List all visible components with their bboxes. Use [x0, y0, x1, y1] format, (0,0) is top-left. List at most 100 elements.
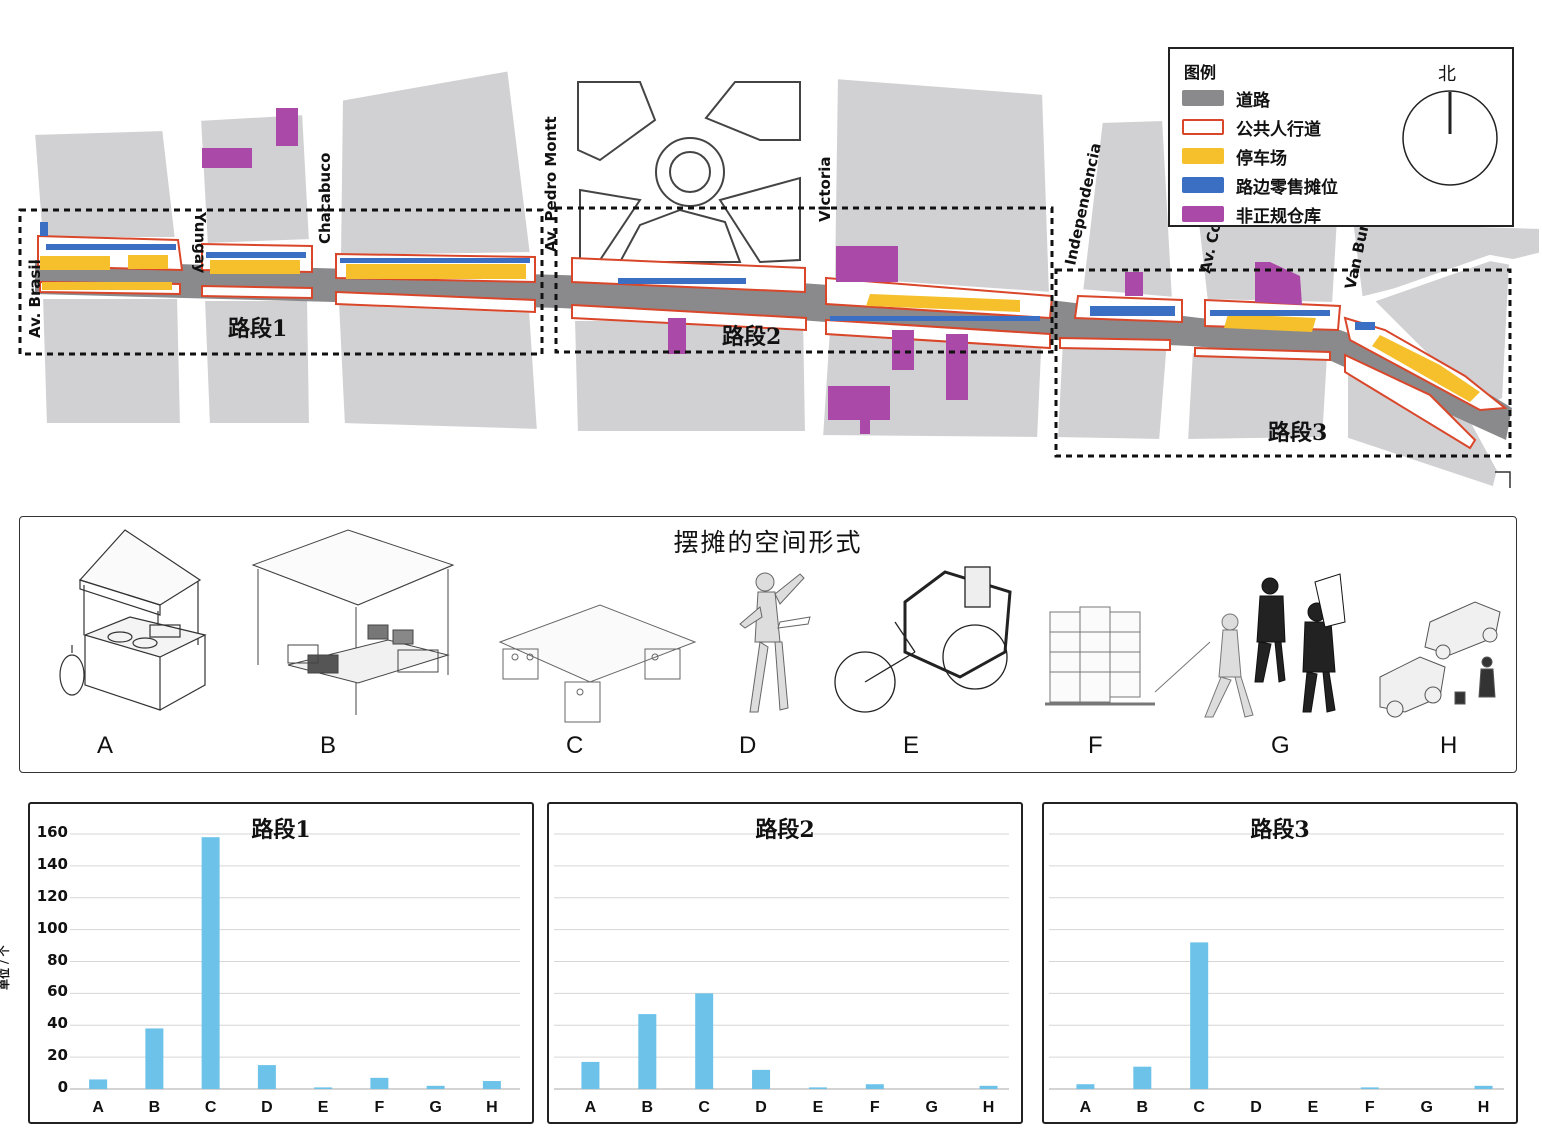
plaza [574, 77, 806, 269]
vendor-swatch [1182, 177, 1224, 193]
bar [314, 1087, 333, 1089]
street-label: Yungay [191, 211, 209, 274]
y-tick-label: 140 [36, 854, 68, 873]
street-label: Av. Brasil [26, 259, 44, 338]
legend-label: 路边零售摊位 [1236, 177, 1338, 198]
chart-title: 路段1 [251, 817, 311, 843]
legend-title: 图例 [1184, 63, 1217, 82]
bar [89, 1079, 108, 1089]
x-tick-label: B [642, 1099, 654, 1116]
form-letter-g: G [1271, 732, 1290, 759]
y-tick-label: 80 [47, 950, 68, 969]
x-tick-label: B [149, 1099, 161, 1116]
tricycle-cart-illustration [834, 566, 1012, 713]
segment-label-3: 路段3 [1268, 420, 1327, 446]
segment-label-2: 路段2 [722, 324, 781, 350]
bar [370, 1077, 389, 1089]
car-trunk-vending-illustration [1379, 601, 1501, 718]
y-axis-label: 单位 / 个 [0, 945, 11, 990]
x-tick-label: H [1478, 1099, 1490, 1116]
x-tick-label: E [318, 1099, 329, 1116]
bar [201, 837, 220, 1089]
x-tick-label: F [1365, 1099, 1375, 1116]
legend-item-road: 道路 [1182, 87, 1270, 111]
segment-labels: 路段1 路段2 路段3 [228, 316, 1327, 446]
form-letter-f: F [1088, 732, 1103, 759]
bar [865, 1084, 884, 1089]
x-tick-label: E [1308, 1099, 1319, 1116]
bar [581, 1061, 600, 1089]
legend-item-vendor: 路边零售摊位 [1182, 174, 1338, 198]
form-letter-d: D [739, 732, 757, 759]
bar [1133, 1066, 1152, 1089]
x-tick-label: H [486, 1099, 498, 1116]
bar [1190, 942, 1209, 1089]
parking-areas [40, 255, 1480, 402]
x-tick-label: D [1250, 1099, 1262, 1116]
chart-title: 路段3 [1250, 817, 1310, 843]
warehouse-swatch [1182, 206, 1224, 222]
road [35, 260, 1512, 440]
sidewalk-swatch [1182, 119, 1224, 135]
y-tick-label: 40 [47, 1014, 68, 1033]
x-tick-label: C [1193, 1099, 1205, 1116]
x-tick-label: B [1137, 1099, 1149, 1116]
y-tick-label: 0 [57, 1078, 68, 1096]
bar [638, 1014, 657, 1089]
forms-title: 摆摊的空间形式 [673, 528, 863, 557]
form-letter-e: E [903, 732, 920, 759]
x-tick-label: G [429, 1099, 441, 1116]
bar [695, 993, 714, 1089]
tent-stall-illustration [251, 529, 455, 715]
form-letter-a: A [97, 732, 114, 759]
bar [257, 1065, 276, 1089]
legend-label: 停车场 [1236, 148, 1287, 169]
x-tick-label: A [92, 1099, 104, 1116]
x-tick-label: F [374, 1099, 384, 1116]
standing-vendors-illustration [1254, 573, 1346, 713]
legend-label: 非正规仓库 [1236, 206, 1321, 227]
x-tick-label: C [205, 1099, 217, 1116]
x-tick-label: D [755, 1099, 767, 1116]
bar [1474, 1085, 1493, 1089]
bar [1076, 1084, 1095, 1089]
legend-item-warehouse: 非正规仓库 [1182, 203, 1321, 227]
street-label: Chacabuco [316, 153, 334, 244]
street-label: Victoria [816, 156, 834, 222]
legend-item-parking: 停车场 [1182, 145, 1287, 169]
y-tick-label: 160 [36, 823, 68, 841]
vendor-stalls [40, 222, 1375, 330]
street-map: Av. Brasil Yungay Chacabuco Av. Pedro Mo… [18, 64, 1542, 494]
legend-label: 公共人行道 [1236, 119, 1321, 140]
segment-boxes [18, 206, 1512, 458]
north-label: 北 [1438, 64, 1456, 85]
legend-item-sidewalk: 公共人行道 [1182, 116, 1321, 140]
x-tick-label: A [1080, 1099, 1092, 1116]
form-letter-h: H [1440, 732, 1458, 759]
y-tick-label: 100 [36, 918, 68, 937]
form-letter-b: B [320, 732, 337, 759]
bar [752, 1069, 771, 1089]
bar [482, 1081, 501, 1089]
y-tick-label: 120 [36, 886, 68, 905]
parking-swatch [1182, 148, 1224, 164]
street-label: Av. Pedro Montt [542, 116, 560, 252]
x-tick-label: G [925, 1099, 937, 1116]
trolley-boxes-illustration [1045, 606, 1254, 718]
chart-title: 路段2 [755, 817, 815, 843]
bar [145, 1028, 164, 1089]
x-tick-label: E [813, 1099, 824, 1116]
segment-label-1: 路段1 [228, 316, 287, 342]
bar [808, 1087, 827, 1089]
cart-illustration [59, 529, 207, 711]
y-tick-label: 60 [47, 982, 68, 1001]
road-swatch [1182, 90, 1224, 106]
bar [426, 1085, 445, 1089]
form-letter-c: C [566, 732, 584, 759]
vending-forms-panel: 摆摊的空间形式 [19, 516, 1517, 773]
x-tick-label: F [870, 1099, 880, 1116]
